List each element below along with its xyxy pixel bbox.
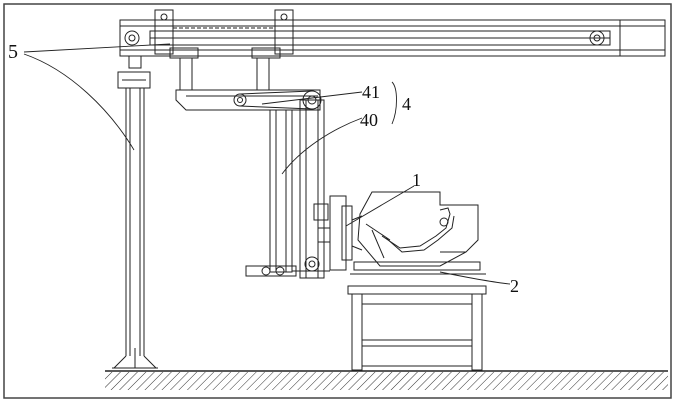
label-1: 1 — [412, 170, 421, 190]
ground — [105, 370, 668, 390]
label-5: 5 — [8, 41, 18, 63]
label-4: 4 — [402, 94, 411, 114]
label-40: 40 — [360, 110, 378, 130]
support-column — [112, 55, 158, 369]
workpiece — [357, 191, 479, 267]
gripper — [313, 195, 363, 271]
label-2: 2 — [510, 276, 519, 296]
gantry-beam — [119, 19, 666, 57]
upper-arm — [175, 89, 322, 111]
vertical-arm — [245, 99, 330, 279]
label-41: 41 — [362, 82, 380, 102]
trolley — [154, 9, 294, 91]
table-stand — [347, 285, 487, 371]
leader-lines — [23, 43, 511, 285]
fixture-plate — [350, 261, 486, 275]
drawing-frame — [3, 3, 672, 399]
